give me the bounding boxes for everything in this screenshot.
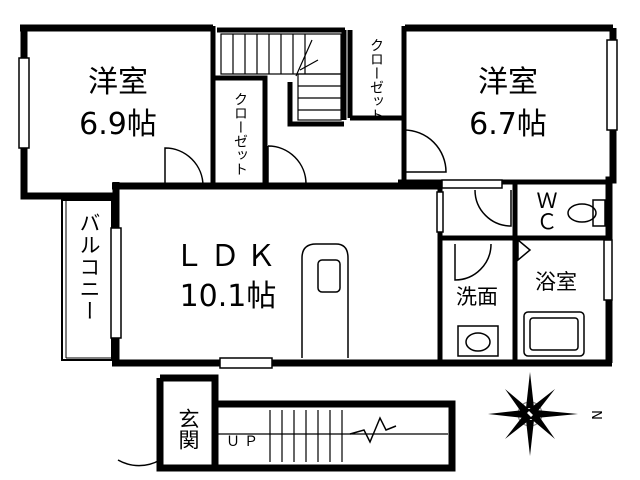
room-western-right-name: 洋室 bbox=[478, 65, 538, 100]
room-bathroom-name: 浴室 bbox=[535, 270, 577, 294]
compass-north-label: N bbox=[588, 410, 603, 420]
room-ldk-area: 10.1帖 bbox=[180, 279, 277, 314]
room-toilet-name: ＷＣ bbox=[534, 190, 558, 232]
room-ldk-name: ＬＤＫ bbox=[174, 239, 282, 274]
windows bbox=[18, 39, 618, 369]
room-balcony-name: バルコニー bbox=[77, 212, 101, 322]
room-western-left-area: 6.9帖 bbox=[79, 107, 157, 142]
room-closet-upper-name: クローゼット bbox=[368, 38, 384, 122]
upper-stairs bbox=[220, 33, 342, 121]
room-western-left-name: 洋室 bbox=[88, 65, 148, 100]
room-closet-lower-name: クローゼット bbox=[232, 92, 248, 176]
room-washroom-name: 洗面 bbox=[456, 285, 498, 309]
entrance-walls bbox=[156, 374, 456, 472]
kitchen-counter bbox=[301, 243, 349, 358]
stairs-up-label: ＵＰ bbox=[226, 434, 262, 450]
room-western-right-area: 6.7帖 bbox=[469, 107, 547, 142]
room-entrance-name: 玄関 bbox=[176, 408, 200, 450]
lower-stairs bbox=[218, 410, 448, 462]
toilet-fixture bbox=[567, 199, 606, 227]
interior-walls bbox=[210, 26, 612, 363]
bathtub bbox=[523, 311, 585, 357]
compass-rose: N bbox=[488, 372, 603, 456]
washbasin bbox=[457, 325, 499, 357]
